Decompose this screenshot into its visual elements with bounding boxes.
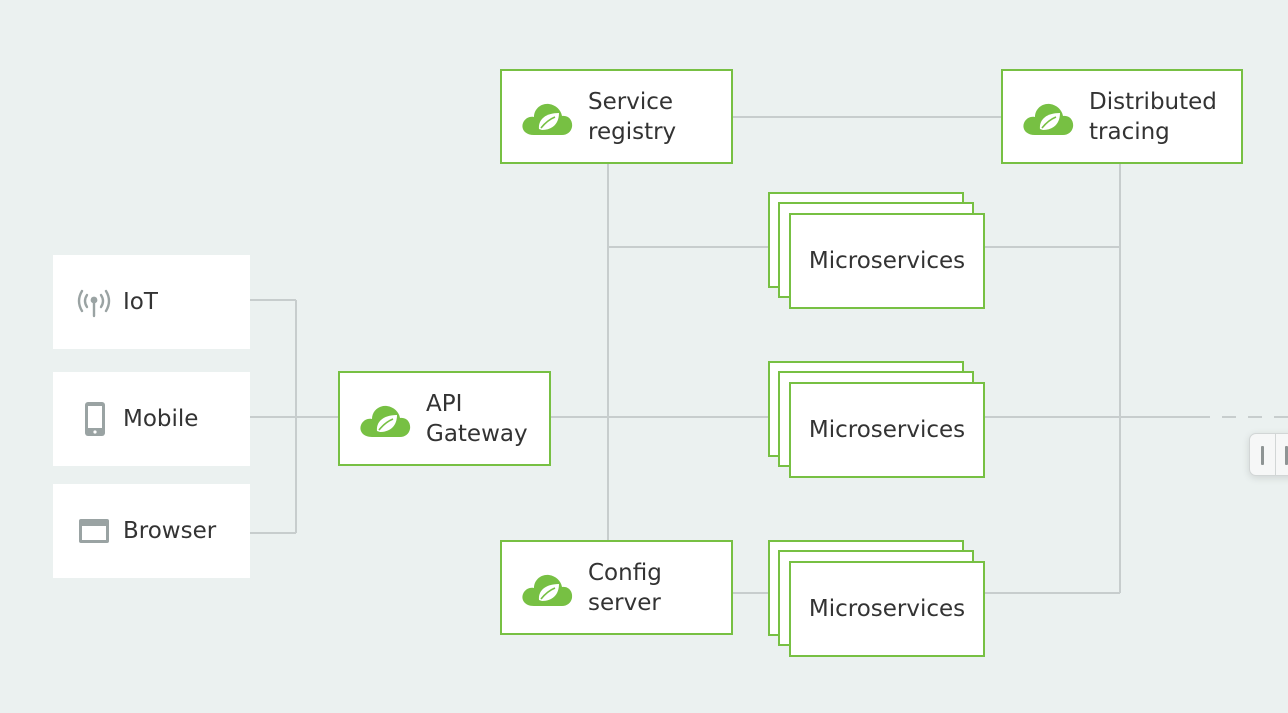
config-server-label: Config server <box>588 558 662 618</box>
microservices-node-3: Microservices <box>789 561 985 657</box>
spring-leaf-icon <box>360 405 411 437</box>
service-registry-label-line1: Service <box>588 88 674 115</box>
grip-icon <box>1285 446 1288 465</box>
antenna-icon <box>75 285 113 319</box>
microservices-label-3: Microservices <box>808 596 966 622</box>
side-drag-handle[interactable] <box>1249 433 1288 476</box>
mobile-phone-icon <box>75 402 113 436</box>
api-gateway-label-line1: API <box>426 390 463 417</box>
distributed-tracing-node: Distributed tracing <box>1001 69 1243 164</box>
client-browser-label: Browser <box>123 518 217 544</box>
api-gateway-label-line2: Gateway <box>426 420 528 447</box>
microservices-label-2: Microservices <box>808 417 966 443</box>
client-iot: IoT <box>53 255 250 349</box>
spring-leaf-icon <box>1023 103 1074 135</box>
service-registry-label-line2: registry <box>588 118 677 145</box>
microservices-node-1: Microservices <box>789 213 985 309</box>
browser-window-icon <box>75 514 113 548</box>
spring-leaf-icon <box>522 103 573 135</box>
service-registry-label: Service registry <box>588 87 676 147</box>
handle-divider <box>1275 434 1276 475</box>
client-browser: Browser <box>53 484 250 578</box>
distributed-tracing-label-line1: Distributed <box>1089 88 1217 115</box>
client-iot-label: IoT <box>123 289 158 315</box>
distributed-tracing-label: Distributed tracing <box>1089 87 1217 147</box>
config-server-label-line2: server <box>588 589 661 616</box>
api-gateway-node: API Gateway <box>338 371 551 466</box>
api-gateway-label: API Gateway <box>426 389 528 449</box>
service-registry-node: Service registry <box>500 69 733 164</box>
microservices-label-1: Microservices <box>808 248 966 274</box>
client-mobile-label: Mobile <box>123 406 199 432</box>
microservices-node-2: Microservices <box>789 382 985 478</box>
config-server-label-line1: Config <box>588 559 662 586</box>
distributed-tracing-label-line2: tracing <box>1089 118 1170 145</box>
spring-leaf-icon <box>522 574 573 606</box>
config-server-node: Config server <box>500 540 733 635</box>
client-mobile: Mobile <box>53 372 250 466</box>
grip-icon <box>1261 446 1264 465</box>
